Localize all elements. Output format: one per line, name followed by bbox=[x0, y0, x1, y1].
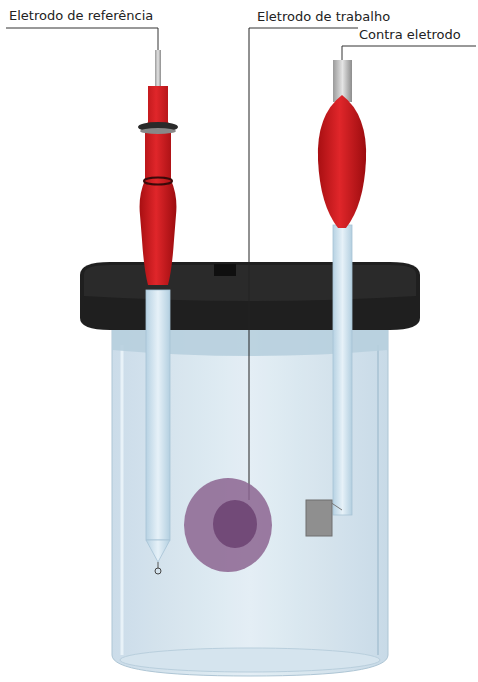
callout-label: Eletrodo de referência bbox=[8, 8, 154, 24]
electrode-holder bbox=[214, 264, 236, 276]
reference-electrode bbox=[138, 50, 178, 574]
working-electrode bbox=[184, 28, 272, 572]
counter-electrode bbox=[306, 60, 366, 536]
leader-lines bbox=[6, 28, 476, 60]
lid bbox=[80, 262, 420, 330]
beaker-bottom bbox=[120, 648, 380, 672]
callout-label: Eletrodo de trabalho bbox=[256, 9, 391, 25]
callout-label: Contra eletrodo bbox=[358, 27, 462, 43]
